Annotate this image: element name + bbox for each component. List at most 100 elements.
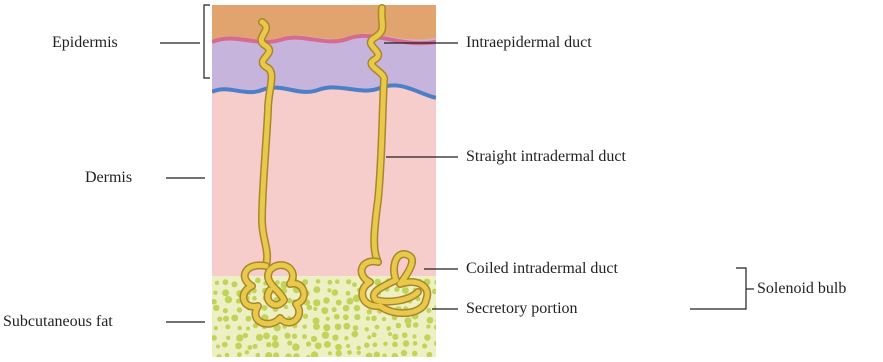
fat-cell bbox=[265, 352, 272, 359]
fat-cell bbox=[412, 351, 418, 357]
fat-cell bbox=[214, 326, 218, 330]
fat-cell bbox=[413, 341, 418, 346]
fat-cell bbox=[386, 326, 391, 331]
solenoid-bulb-label: Solenoid bulb bbox=[757, 280, 846, 298]
fat-cell bbox=[311, 336, 317, 342]
fat-cell bbox=[215, 281, 219, 285]
fat-cell bbox=[292, 334, 297, 339]
fat-cell bbox=[347, 350, 352, 355]
fat-cell bbox=[346, 344, 350, 348]
fat-cell bbox=[434, 304, 441, 311]
fat-cell bbox=[324, 341, 331, 348]
epidermis-bracket bbox=[204, 5, 210, 78]
fat-cell bbox=[235, 343, 242, 350]
fat-cell bbox=[231, 314, 238, 321]
fat-cell bbox=[327, 280, 332, 285]
fat-cell bbox=[255, 277, 261, 283]
fat-cell bbox=[236, 334, 243, 341]
fat-cell bbox=[293, 353, 300, 360]
fat-cell bbox=[413, 322, 419, 328]
fat-cell bbox=[375, 325, 380, 330]
fat-cell bbox=[237, 307, 242, 312]
fat-cell bbox=[422, 343, 427, 348]
fat-cell bbox=[335, 323, 342, 330]
fat-cell bbox=[306, 355, 310, 359]
fat-cell bbox=[237, 352, 242, 357]
skin-surface-layer bbox=[212, 5, 436, 40]
fat-cell bbox=[223, 316, 229, 322]
fat-cell bbox=[287, 340, 292, 345]
fat-cell bbox=[357, 350, 361, 354]
fat-cell bbox=[426, 325, 430, 329]
subcutaneous-fat-label: Subcutaneous fat bbox=[3, 313, 113, 331]
fat-cell bbox=[226, 336, 230, 340]
fat-cell bbox=[332, 289, 339, 296]
fat-cell bbox=[346, 298, 353, 305]
fat-cell bbox=[427, 317, 434, 324]
fat-cell bbox=[223, 308, 228, 313]
fat-cell bbox=[222, 342, 228, 348]
fat-cell bbox=[335, 344, 342, 351]
fat-cell bbox=[372, 342, 377, 347]
fat-cell bbox=[424, 334, 430, 340]
fat-cell bbox=[223, 279, 229, 285]
fat-cell bbox=[343, 323, 350, 330]
fat-cell bbox=[255, 353, 260, 358]
fat-cell bbox=[406, 323, 411, 328]
fat-cell bbox=[335, 279, 340, 284]
fat-cell bbox=[222, 289, 229, 296]
fat-cell bbox=[262, 305, 268, 311]
fat-cell bbox=[306, 341, 311, 346]
fat-cell bbox=[246, 316, 252, 322]
fat-cell bbox=[438, 299, 442, 303]
fat-cell bbox=[402, 332, 408, 338]
fat-cell bbox=[225, 296, 232, 303]
fat-cell bbox=[237, 326, 242, 331]
secretory-portion-label: Secretory portion bbox=[466, 300, 578, 318]
fat-cell bbox=[364, 343, 369, 348]
fat-cell bbox=[401, 350, 407, 356]
fat-cell bbox=[383, 342, 388, 347]
fat-cell bbox=[382, 317, 386, 321]
fat-cell bbox=[253, 344, 258, 349]
fat-cell bbox=[352, 282, 357, 287]
fat-cell bbox=[351, 331, 358, 338]
fat-cell bbox=[303, 314, 308, 319]
fat-cell bbox=[266, 358, 273, 362]
fat-cell bbox=[311, 351, 319, 359]
fat-cell bbox=[225, 324, 230, 329]
fat-cell bbox=[225, 353, 230, 358]
epidermis-label: Epidermis bbox=[52, 34, 118, 52]
fat-cell bbox=[365, 327, 369, 331]
fat-cell bbox=[323, 297, 330, 304]
solenoid-bulb-bracket bbox=[690, 268, 746, 309]
fat-cell bbox=[346, 291, 351, 296]
fat-cell bbox=[216, 344, 220, 348]
fat-cell bbox=[392, 341, 398, 347]
fat-cell bbox=[230, 358, 237, 362]
fat-cell bbox=[374, 351, 380, 357]
intraepidermal-duct-label: Intraepidermal duct bbox=[466, 34, 592, 52]
fat-cell bbox=[272, 341, 279, 348]
fat-cell bbox=[247, 345, 252, 350]
fat-cell bbox=[346, 279, 351, 284]
fat-cell bbox=[307, 305, 312, 310]
fat-cell bbox=[436, 351, 441, 356]
fat-cell bbox=[332, 334, 338, 340]
fat-cell bbox=[432, 289, 437, 294]
coiled-intradermal-duct-label: Coiled intradermal duct bbox=[466, 260, 618, 278]
fat-cell bbox=[424, 358, 431, 362]
fat-cell bbox=[263, 332, 270, 339]
fat-cell bbox=[367, 309, 372, 314]
fat-cell bbox=[336, 350, 342, 356]
fat-cell bbox=[392, 353, 398, 359]
dermis-label: Dermis bbox=[85, 169, 132, 187]
fat-cell bbox=[322, 331, 329, 338]
fat-cell bbox=[285, 353, 292, 360]
fat-cell bbox=[273, 352, 279, 358]
fat-cell bbox=[396, 323, 402, 329]
fat-cell bbox=[323, 324, 330, 331]
fat-cell bbox=[356, 359, 361, 362]
fat-cell bbox=[213, 290, 217, 294]
